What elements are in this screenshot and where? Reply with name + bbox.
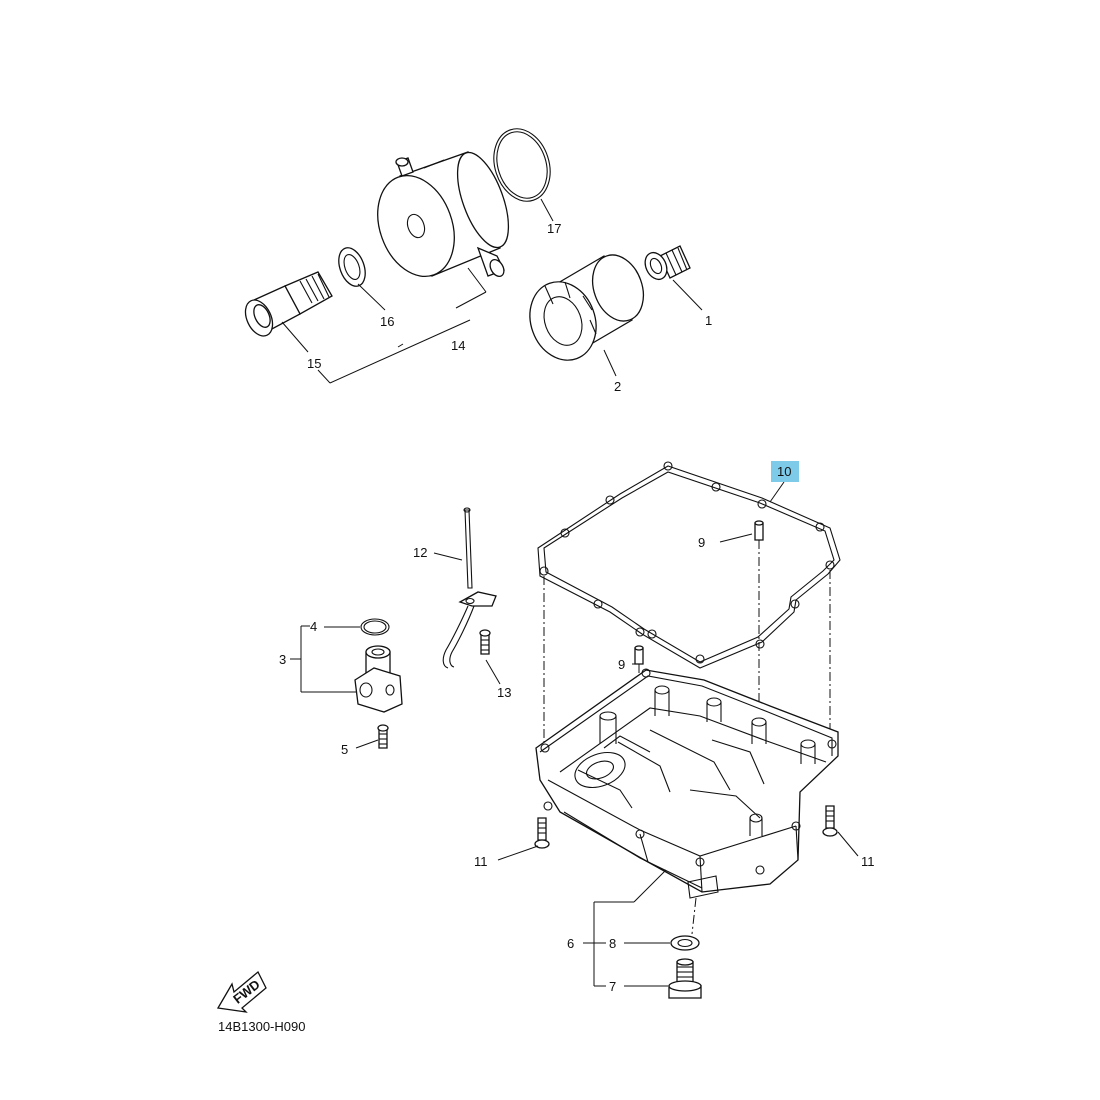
top-leaders: [281, 198, 703, 384]
callout-5[interactable]: 5: [341, 742, 348, 757]
drain-washer[interactable]: [670, 935, 700, 951]
union-bolt[interactable]: [240, 271, 333, 340]
oil-pan-gasket[interactable]: [537, 461, 841, 669]
relief-valve[interactable]: [354, 645, 403, 713]
callout-15[interactable]: 15: [307, 356, 321, 371]
left-leaders: [290, 552, 501, 749]
callout-1[interactable]: 1: [705, 313, 712, 328]
dowel-pin-upper[interactable]: [754, 520, 764, 541]
callout-13[interactable]: 13: [497, 685, 511, 700]
callout-11-left[interactable]: 11: [474, 854, 488, 869]
callout-3[interactable]: 3: [279, 652, 286, 667]
pan-bolt-left[interactable]: [534, 817, 550, 849]
drain-bolt[interactable]: [668, 958, 702, 999]
pipe-bolt[interactable]: [479, 629, 491, 655]
callout-14[interactable]: 14: [451, 338, 465, 353]
dowel-pin-lower[interactable]: [634, 645, 644, 665]
oil-pipe[interactable]: [442, 507, 497, 669]
callout-2[interactable]: 2: [614, 379, 621, 394]
callout-10[interactable]: 10: [777, 464, 791, 479]
pan-bolt-right[interactable]: [822, 805, 838, 837]
callout-9-upper[interactable]: 9: [698, 535, 705, 550]
washer[interactable]: [334, 244, 370, 290]
o-ring-large[interactable]: [485, 121, 559, 208]
callout-9-lower[interactable]: 9: [618, 657, 625, 672]
callout-12[interactable]: 12: [413, 545, 427, 560]
callout-10-highlight[interactable]: 10: [771, 461, 799, 482]
oil-pan[interactable]: [535, 668, 839, 899]
o-ring-small[interactable]: [360, 618, 390, 636]
pump-bolt[interactable]: [377, 724, 389, 749]
fwd-arrow-icon: FWD: [216, 970, 267, 1013]
pan-leaders: [497, 481, 859, 987]
callout-7[interactable]: 7: [609, 979, 616, 994]
oil-filter[interactable]: [519, 248, 652, 370]
drawing-code: 14B1300-H090: [218, 1019, 305, 1034]
callout-6[interactable]: 6: [567, 936, 574, 951]
callout-4[interactable]: 4: [310, 619, 317, 634]
fitting-bolt[interactable]: [641, 245, 691, 283]
callout-8[interactable]: 8: [609, 936, 616, 951]
callout-11-right[interactable]: 11: [861, 854, 875, 869]
callout-16[interactable]: 16: [380, 314, 394, 329]
oil-cooler[interactable]: [364, 146, 519, 287]
callout-17[interactable]: 17: [547, 221, 561, 236]
